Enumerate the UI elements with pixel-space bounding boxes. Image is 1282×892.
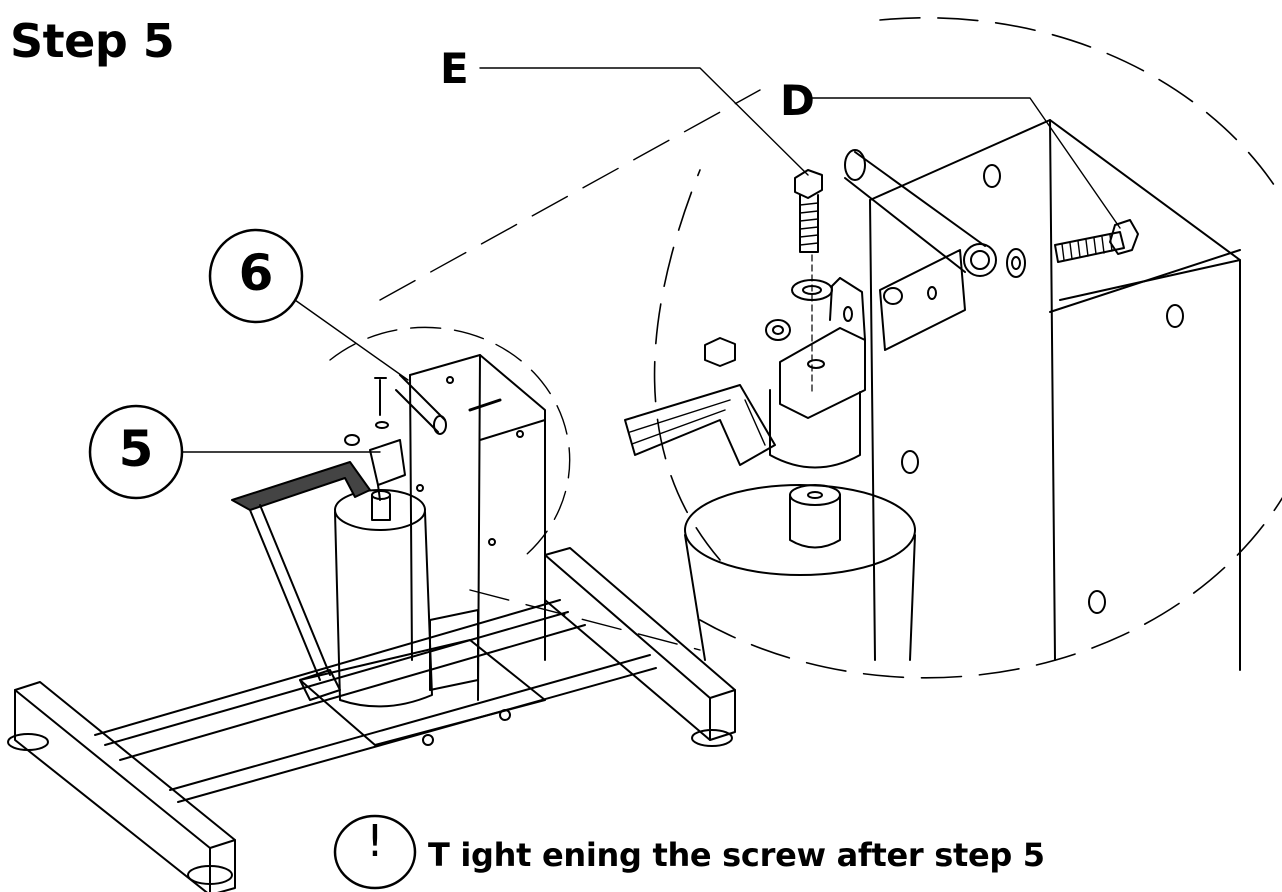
callout-number-6: 6 <box>238 244 274 302</box>
main-cylinder <box>334 489 433 708</box>
main-lever <box>231 461 371 701</box>
detail-lever <box>624 384 776 466</box>
column-base <box>429 609 479 691</box>
detail-view-circle <box>699 17 1282 679</box>
callout-circle-6 <box>208 228 304 324</box>
leader-line-d <box>811 97 1121 229</box>
detail-bolt-e <box>791 169 833 396</box>
step-title: Step 5 <box>10 14 175 68</box>
detail-bracket <box>879 249 966 351</box>
zoom-circle <box>329 326 571 561</box>
detail-cylinder <box>684 484 916 661</box>
base-frame <box>7 547 736 892</box>
exclamation-mark: ! <box>366 816 384 867</box>
label-bolt-e: E <box>440 44 469 93</box>
main-column <box>409 354 546 701</box>
callout-number-5: 5 <box>118 420 154 478</box>
detail-screw-d <box>1006 219 1139 278</box>
detail-tube <box>844 149 997 277</box>
note-text: T ight ening the screw after step 5 <box>428 836 1045 874</box>
exclamation-icon <box>333 814 417 890</box>
leader-line-6 <box>294 299 409 381</box>
label-screw-d: D <box>780 76 815 125</box>
detail-hinge <box>704 277 866 469</box>
detail-connector-line <box>469 589 701 651</box>
leader-line-e <box>479 67 809 176</box>
detail-column <box>869 119 1241 671</box>
detail-view-circle-left <box>653 169 721 561</box>
detail-connector-line <box>379 89 761 301</box>
main-hinge <box>344 374 502 501</box>
